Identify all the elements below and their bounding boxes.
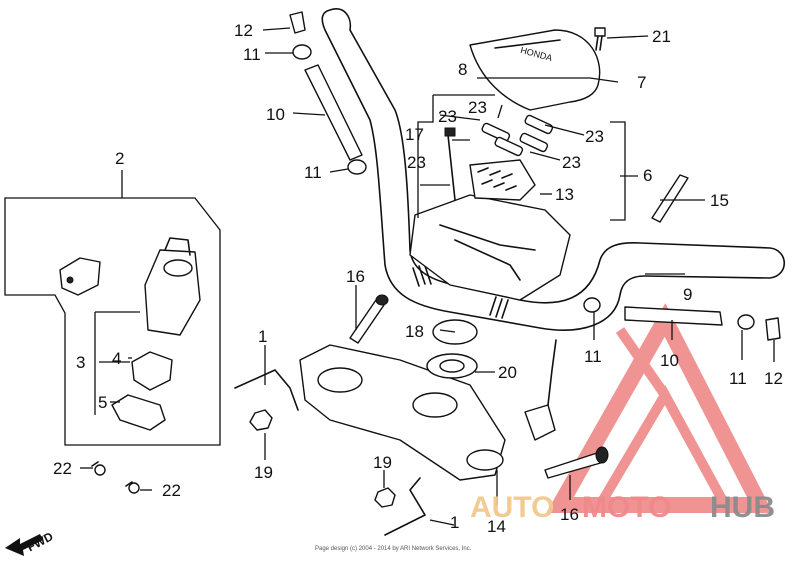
label-23-b: 23 (438, 107, 457, 126)
label-16-upper: 16 (346, 267, 365, 286)
label-10-top: 10 (266, 105, 285, 124)
watermark-text: AUTO MOTO HUB (470, 491, 775, 524)
label-19-lower: 19 (373, 453, 392, 472)
label-23-c: 23 (585, 127, 604, 146)
label-1-upper: 1 (258, 327, 267, 346)
label-22-lower: 22 (162, 481, 181, 500)
label-21: 21 (652, 27, 671, 46)
label-23-d: 23 (562, 153, 581, 172)
part-labels: 12 11 10 11 2 3 4 5 8 7 21 23 23 17 23 2… (53, 21, 783, 536)
label-10-right: 10 (660, 351, 679, 370)
forward-arrow-icon: FWD (5, 529, 56, 556)
label-22-upper: 22 (53, 459, 72, 478)
label-11-upper-mid: 11 (304, 163, 322, 182)
label-23-e: 23 (407, 153, 426, 172)
label-8: 8 (458, 60, 467, 79)
handlebar-clamp-assembly (409, 159, 571, 301)
label-23-a: 23 (468, 98, 487, 117)
svg-text:MOTO: MOTO (582, 491, 671, 524)
nut-19-left (249, 409, 273, 431)
bolt-21 (594, 27, 606, 51)
top-bridge (299, 319, 506, 481)
label-5: 5 (98, 393, 107, 412)
label-12-right: 12 (764, 369, 783, 388)
wire-band (651, 174, 689, 223)
label-19-left: 19 (254, 463, 273, 482)
watermark-logo (546, 303, 774, 513)
svg-text:HUB: HUB (710, 491, 775, 524)
copyright-notice: Page design (c) 2004 - 2014 by ARI Netwo… (315, 546, 472, 552)
label-15: 15 (710, 191, 729, 210)
connector (524, 404, 556, 441)
label-11-right-a: 11 (584, 347, 602, 366)
upper-holder-cover: HONDA (469, 29, 601, 111)
label-20: 20 (498, 363, 517, 382)
label-6: 6 (643, 166, 652, 185)
bar-end-weight-top (289, 11, 367, 175)
bolt-16-center (349, 299, 385, 344)
screw-22-lower (125, 481, 140, 494)
label-2: 2 (115, 149, 124, 168)
svg-text:FWD: FWD (25, 529, 56, 554)
label-12-top: 12 (234, 21, 253, 40)
leader-lines (80, 27, 775, 526)
label-11-right-b: 11 (729, 369, 747, 388)
bar-end-weight-right (583, 297, 781, 341)
label-13: 13 (555, 185, 574, 204)
screw-22-upper (91, 461, 106, 476)
label-14: 14 (487, 517, 506, 536)
label-17: 17 (405, 125, 424, 144)
svg-text:AUTO: AUTO (470, 491, 554, 524)
label-1-lower: 1 (450, 513, 459, 532)
label-9: 9 (683, 285, 692, 304)
fuse-set (444, 114, 554, 201)
handlebar (321, 8, 786, 331)
label-7: 7 (637, 73, 646, 92)
cable-clip-upper (234, 369, 299, 411)
cable-clip-lower (384, 477, 426, 536)
label-18: 18 (405, 322, 424, 341)
label-3: 3 (76, 353, 85, 372)
nut-19-lower (374, 487, 396, 508)
label-16-lower: 16 (560, 505, 579, 524)
ignition-switch-group (4, 197, 221, 446)
label-11-top: 11 (243, 45, 261, 64)
label-4: 4 (112, 349, 121, 368)
